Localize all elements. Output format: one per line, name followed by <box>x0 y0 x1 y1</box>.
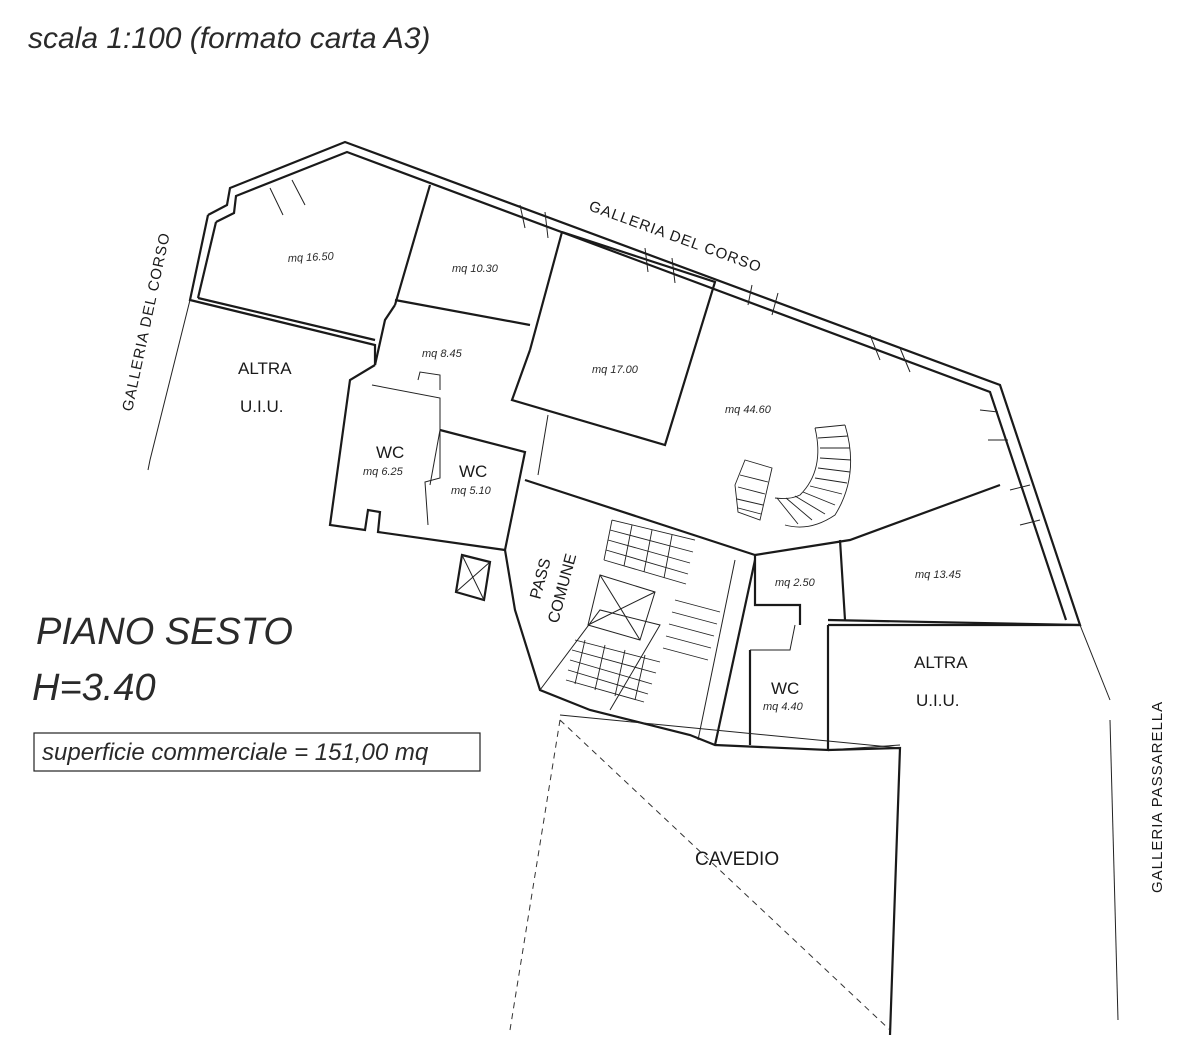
commercial-surface: superficie commerciale = 151,00 mq <box>42 739 429 766</box>
room-area-label: mq 5.10 <box>451 485 492 497</box>
scale-note: scala 1:100 (formato carta A3) <box>28 22 430 55</box>
wc-label: WC <box>459 462 487 481</box>
other-unit-label: U.I.U. <box>240 397 283 416</box>
cavedio-outline <box>147 299 1119 1036</box>
floor-name: PIANO SESTO <box>36 611 293 653</box>
room-area-label: mq 44.60 <box>725 404 772 416</box>
room-area-label: mq 13.45 <box>915 569 962 581</box>
street-label-galleria-corso-left: GALLERIA DEL CORSO <box>119 231 174 413</box>
floor-height: H=3.40 <box>32 667 156 709</box>
spiral-stair <box>734 424 852 528</box>
wc-label: WC <box>771 679 799 698</box>
common-passage-label: PASS <box>527 557 554 601</box>
wc-label: WC <box>376 443 404 462</box>
room-area-label: mq 6.25 <box>363 466 404 478</box>
other-unit-label: ALTRA <box>238 359 292 378</box>
room-area-label: mq 10.30 <box>452 263 499 275</box>
cavedio-label: CAVEDIO <box>695 849 779 870</box>
interior-walls <box>197 179 1081 746</box>
room-area-label: mq 2.50 <box>775 577 816 589</box>
common-stairwell <box>454 519 721 711</box>
room-area-label: mq 17.00 <box>592 364 639 376</box>
room-area-label: mq 16.50 <box>288 251 335 265</box>
other-unit-label: ALTRA <box>914 653 968 672</box>
room-area-label: mq 8.45 <box>422 348 463 360</box>
street-label-galleria-passarella: GALLERIA PASSARELLA <box>1149 701 1166 893</box>
room-area-label: mq 4.40 <box>763 701 804 713</box>
other-unit-label: U.I.U. <box>916 691 959 710</box>
surface-box <box>33 732 481 772</box>
